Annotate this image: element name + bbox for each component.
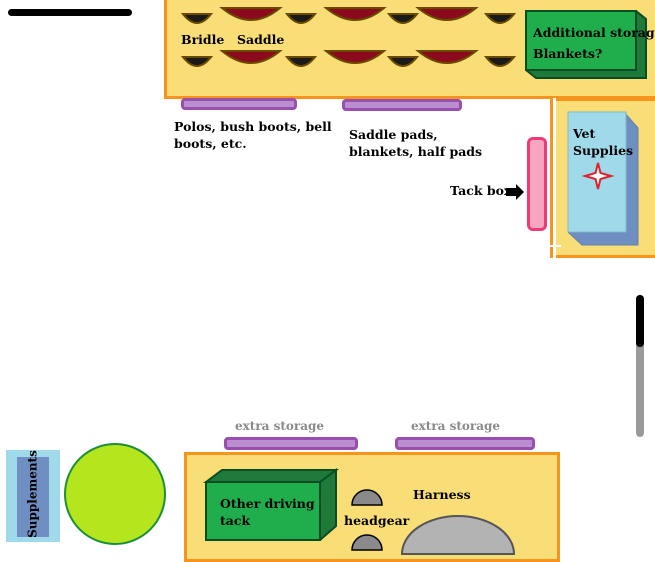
shelf-left-label: Polos, bush boots, bell boots, etc. bbox=[174, 119, 332, 151]
vet-supplies-label: Vet Supplies bbox=[573, 126, 634, 158]
supplements-box bbox=[6, 450, 60, 542]
first-aid-star-icon bbox=[581, 162, 615, 190]
tack-box-arrow-icon bbox=[506, 184, 524, 200]
headgear-label: headgear bbox=[344, 513, 410, 528]
saddle-label: Saddle bbox=[237, 32, 285, 47]
saddle-rack-icon bbox=[219, 7, 283, 21]
bridle-hook-icon bbox=[180, 56, 214, 67]
additional-storage-box bbox=[525, 10, 647, 79]
scroll-thumb bbox=[636, 295, 644, 347]
bridle-label: Bridle bbox=[181, 32, 225, 47]
driving-tack-label: Other driving tack bbox=[220, 496, 315, 528]
saddle-rack-icon bbox=[323, 7, 387, 21]
harness-label: Harness bbox=[413, 487, 471, 502]
harness-rack-icon bbox=[400, 515, 516, 555]
supplements-label: Supplements bbox=[25, 450, 40, 538]
saddle-rack-icon bbox=[219, 50, 283, 64]
bridle-hook-icon bbox=[284, 13, 318, 24]
tack-racks bbox=[180, 7, 517, 67]
extra-storage-shelf-left bbox=[224, 437, 358, 450]
driving-tack-box bbox=[203, 468, 339, 541]
scroll-track bbox=[636, 295, 644, 437]
extra-storage-right-label: extra storage bbox=[411, 419, 501, 433]
extra-storage-shelf-right bbox=[395, 437, 535, 450]
headgear-hook-bottom-icon bbox=[351, 534, 383, 551]
bridle-hook-icon bbox=[386, 13, 420, 24]
bridle-hook-icon bbox=[386, 56, 420, 67]
headgear-hook-top-icon bbox=[351, 489, 383, 506]
bridle-hook-icon bbox=[180, 13, 214, 24]
bridle-hook-icon bbox=[284, 56, 318, 67]
additional-storage-label: Additional storage Blankets? bbox=[533, 25, 655, 61]
saddle-rack-icon bbox=[323, 50, 387, 64]
corner-cross-icon bbox=[549, 240, 561, 252]
tack-box bbox=[527, 137, 547, 231]
bridle-hook-icon bbox=[483, 56, 517, 67]
shelf-left bbox=[181, 98, 297, 110]
shelf-right bbox=[342, 99, 462, 111]
tack-box-label: Tack box bbox=[450, 183, 512, 198]
saddle-rack-icon bbox=[415, 7, 479, 21]
vet-wall-divider bbox=[553, 98, 556, 258]
extra-storage-left-label: extra storage bbox=[235, 419, 325, 433]
green-circle bbox=[64, 443, 166, 545]
saddle-rack-icon bbox=[415, 50, 479, 64]
shelf-right-label: Saddle pads, blankets, half pads bbox=[349, 127, 483, 159]
bridle-hook-icon bbox=[483, 13, 517, 24]
top-left-bar bbox=[8, 9, 132, 16]
